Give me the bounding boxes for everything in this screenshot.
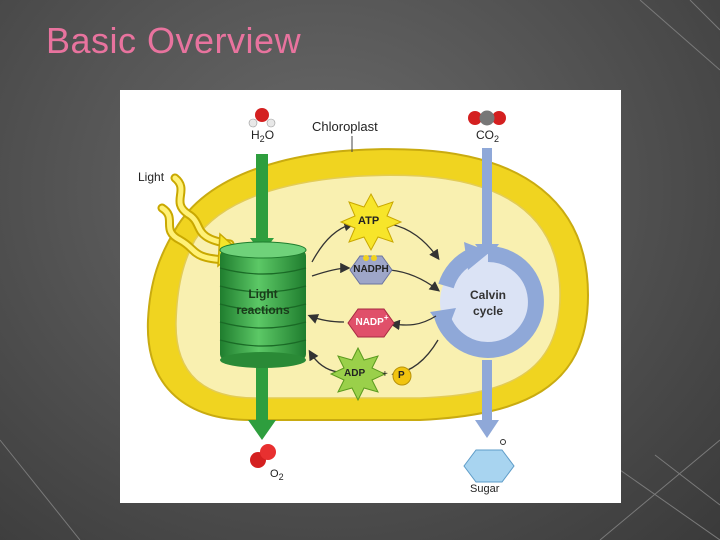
calvin-cycle-label: Calvin cycle: [469, 288, 506, 318]
sugar-label: Sugar: [470, 483, 500, 495]
oxygen-molecule-icon: [250, 444, 276, 468]
light-rays-icon: [157, 173, 240, 268]
co2-label: CO2: [476, 128, 500, 144]
nadp-icon: [347, 308, 395, 338]
adp-label: ADP: [344, 368, 366, 379]
photosynthesis-diagram: H2O CO2 Chloroplast Light Light reaction…: [120, 90, 621, 503]
plus-sign: +: [382, 369, 388, 380]
co2-molecule-icon: [468, 110, 506, 126]
nadp-label: NADP+: [355, 313, 389, 328]
oxygen-output-arrow: [248, 362, 276, 440]
nadph-label: NADPH: [353, 264, 389, 275]
chloroplast-label: Chloroplast: [312, 119, 378, 134]
diagram-graphics: [146, 108, 590, 483]
nadph-icon: [349, 255, 393, 285]
atp-icon: [339, 192, 403, 252]
atp-label: ATP: [358, 215, 380, 227]
phosphate-icon: [392, 366, 412, 386]
water-molecule-icon: [248, 108, 276, 128]
light-reactions-label: Light reactions: [236, 287, 290, 317]
adp-icon: [329, 346, 387, 402]
slide-title: Basic Overview: [46, 20, 302, 61]
sugar-output-arrow: [475, 360, 499, 438]
phosphate-label: P: [398, 370, 405, 381]
light-label: Light: [138, 170, 165, 184]
calvin-cycle-ring: [430, 242, 544, 358]
water-label: H2O: [251, 128, 275, 144]
thylakoid-stack: [219, 241, 307, 368]
oxygen-label: O2: [270, 468, 284, 482]
sugar-molecule-icon: [463, 439, 515, 483]
